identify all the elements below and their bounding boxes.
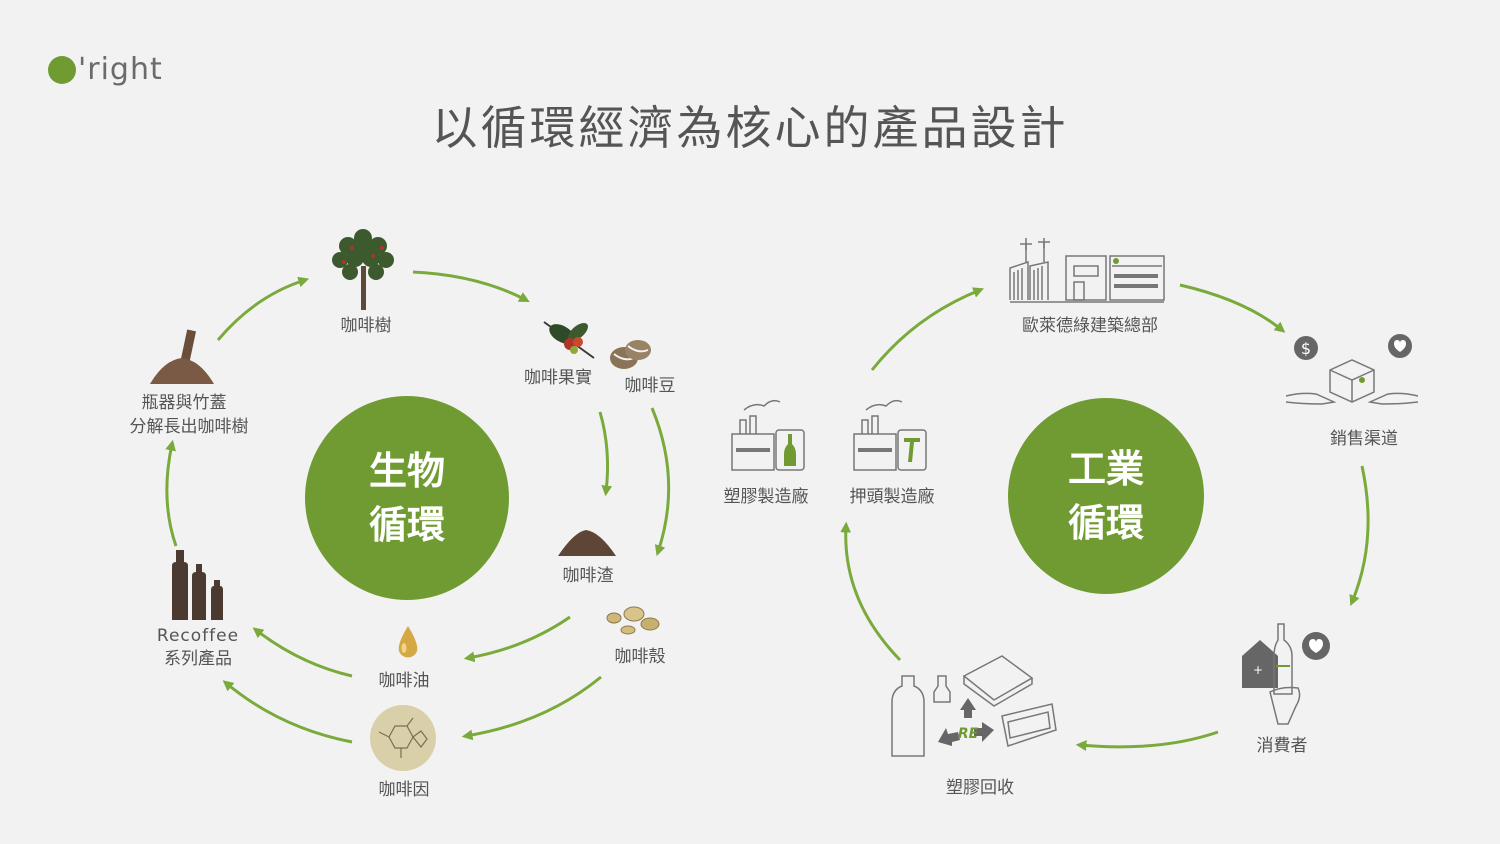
consumer-icon: + (1242, 623, 1330, 725)
coffee-grounds-icon (558, 530, 616, 556)
label-consumer: 消費者 (1256, 736, 1308, 756)
logo-text: 'right (78, 52, 163, 87)
recycle-mark-text: RE (958, 726, 979, 742)
industrial-hub-line2: 循環 (1067, 501, 1144, 545)
arrow-hq-to-sales (1179, 283, 1286, 333)
arrow-oil-to-recoffee (252, 627, 353, 678)
label-recoffee-line1: Recoffee (156, 626, 240, 646)
label-coffee-husk: 咖啡殼 (614, 647, 666, 667)
arrow-recoffee-to-decompose (165, 439, 178, 547)
bio-hub-line2: 循環 (368, 503, 445, 547)
label-plastic-recycle: 塑膠回收 (946, 778, 1014, 798)
label-decompose-line1: 瓶器與竹蓋 (141, 393, 227, 413)
bio-cycle-hub: 生物循環 (305, 396, 509, 600)
svg-text:+: + (1253, 663, 1263, 677)
arrow-sales-to-consumer (1349, 465, 1370, 606)
arrow-pump-to-hq (870, 287, 985, 371)
label-sales: 銷售渠道 (1330, 429, 1398, 449)
plastic-factory-icon (731, 399, 805, 471)
arrow-husk-to-caffeine (461, 675, 602, 741)
arrow-tree-to-cherry (412, 270, 530, 302)
sales-channel-icon: $ (1285, 334, 1419, 405)
label-recoffee-line2: 系列產品 (164, 649, 232, 669)
plastic-recycle-icon: RE (891, 655, 1057, 757)
arrow-bean-to-husk (650, 407, 671, 557)
label-coffee-tree: 咖啡樹 (340, 316, 392, 336)
label-coffee-bean: 咖啡豆 (624, 376, 676, 396)
arrow-consumer-to-recycle (1075, 730, 1219, 751)
svg-text:$: $ (1301, 339, 1311, 358)
logo: 'right (48, 52, 163, 87)
label-pump-factory: 押頭製造廠 (849, 487, 935, 507)
pump-factory-icon (853, 399, 927, 471)
label-coffee-grounds: 咖啡渣 (562, 566, 614, 586)
label-plastic-factory: 塑膠製造廠 (723, 487, 809, 507)
label-hq: 歐萊德綠建築總部 (1022, 316, 1158, 336)
arrow-cherry-to-grounds (598, 411, 613, 497)
bio-hub-line1: 生物 (368, 449, 445, 493)
arrow-caffeine-to-recoffee (222, 680, 353, 744)
arrow-recycle-to-pump (840, 521, 902, 662)
coffee-husk-icon (606, 606, 660, 635)
coffee-bean-icon (610, 340, 651, 369)
label-coffee-oil: 咖啡油 (378, 671, 430, 691)
label-caffeine: 咖啡因 (378, 780, 430, 800)
recoffee-bottles-icon (172, 550, 223, 620)
label-decompose-line2: 分解長出咖啡樹 (129, 417, 249, 437)
soil-mound-icon (150, 329, 214, 384)
logo-mark (48, 55, 76, 84)
caffeine-molecule-icon (370, 705, 436, 771)
page-title: 以循環經濟為核心的產品設計 (431, 101, 1069, 155)
arrow-grounds-to-oil (463, 615, 571, 663)
industrial-hub-line1: 工業 (1067, 447, 1144, 491)
label-coffee-cherry: 咖啡果實 (524, 368, 592, 388)
oil-drop-icon (398, 626, 418, 658)
coffee-tree-icon (332, 229, 394, 310)
coffee-cherry-icon (543, 321, 595, 359)
industrial-cycle-hub: 工業循環 (1008, 398, 1204, 594)
green-building-hq-icon (1009, 238, 1165, 303)
arrow-decompose-to-tree (216, 276, 310, 341)
